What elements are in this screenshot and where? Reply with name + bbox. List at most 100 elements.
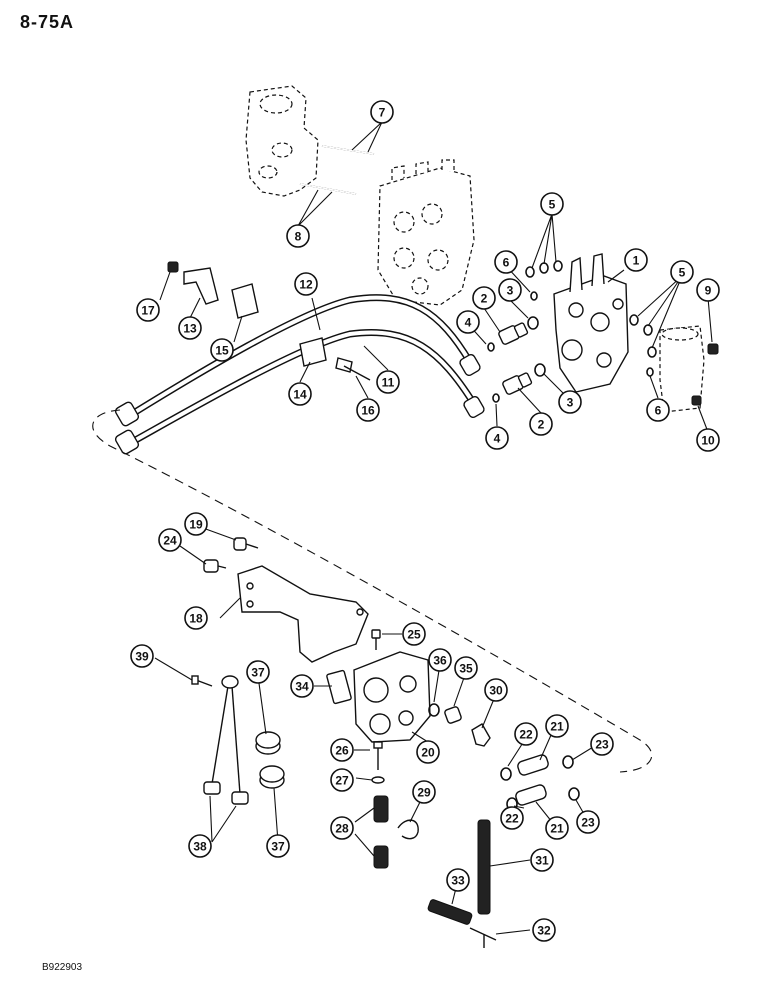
plug-cap-lower xyxy=(691,395,702,406)
callout-label: 2 xyxy=(538,418,545,432)
callout-22: 22 xyxy=(500,806,524,830)
callout-18: 18 xyxy=(184,606,208,630)
callout-36: 36 xyxy=(428,648,452,672)
callout-5: 5 xyxy=(670,260,694,284)
callout-19: 19 xyxy=(184,512,208,536)
callout-label: 4 xyxy=(465,316,472,330)
bushing-upper xyxy=(255,731,281,755)
clamp-bolt xyxy=(335,357,371,381)
elbow-o-ring-inner-upper xyxy=(500,767,512,781)
callout-label: 17 xyxy=(141,304,155,318)
callout-11: 11 xyxy=(376,370,400,394)
callout-35: 35 xyxy=(454,656,478,680)
callout-37: 37 xyxy=(266,834,290,858)
callout-8: 8 xyxy=(286,224,310,248)
callout-label: 36 xyxy=(433,654,447,668)
small-elbow-fitting xyxy=(471,723,491,747)
callout-2: 2 xyxy=(529,412,553,436)
callout-22: 22 xyxy=(514,722,538,746)
callout-23: 23 xyxy=(576,810,600,834)
callout-7: 7 xyxy=(370,100,394,124)
callout-31: 31 xyxy=(530,848,554,872)
callout-label: 21 xyxy=(550,822,564,836)
callout-4: 4 xyxy=(485,426,509,450)
page-number: 8-75A xyxy=(20,12,75,32)
callout-23: 23 xyxy=(590,732,614,756)
callout-30: 30 xyxy=(484,678,508,702)
hex-nut-small xyxy=(167,261,179,273)
mounting-bracket-large xyxy=(237,565,369,663)
callout-4: 4 xyxy=(456,310,480,334)
hydraulic-hose xyxy=(477,819,491,915)
callout-label: 26 xyxy=(335,744,349,758)
callout-label: 23 xyxy=(581,816,595,830)
diverter-valve-block xyxy=(353,651,431,743)
callout-9: 9 xyxy=(696,278,720,302)
callout-label: 37 xyxy=(271,840,285,854)
callout-label: 23 xyxy=(595,738,609,752)
callout-28: 28 xyxy=(330,816,354,840)
hydraulic-tube-upper xyxy=(128,294,474,418)
hose-sleeve-long xyxy=(427,899,473,925)
callout-21: 21 xyxy=(545,714,569,738)
hydraulic-tube-lower xyxy=(128,329,478,446)
callout-20: 20 xyxy=(416,740,440,764)
bracket-bolt-lower xyxy=(203,559,227,573)
callout-label: 16 xyxy=(361,404,375,418)
callout-25: 25 xyxy=(402,622,426,646)
callout-32: 32 xyxy=(532,918,556,942)
callout-6: 6 xyxy=(494,250,518,274)
callout-label: 7 xyxy=(379,106,386,120)
o-ring-lower xyxy=(534,363,546,377)
callout-26: 26 xyxy=(330,738,354,762)
callout-39: 39 xyxy=(130,644,154,668)
linkage-screw xyxy=(191,675,213,687)
callout-12: 12 xyxy=(294,272,318,296)
assembly-boundary xyxy=(92,409,653,773)
ghost-valve-section-rear xyxy=(245,85,319,197)
callout-label: 19 xyxy=(189,518,203,532)
callout-6: 6 xyxy=(646,398,670,422)
ghost-cylinder-right xyxy=(659,325,705,413)
hose-sleeve-upper xyxy=(373,795,389,823)
tube-nut-right-lower xyxy=(463,395,485,419)
elbow-o-ring-outer-lower xyxy=(568,787,580,801)
callout-label: 1 xyxy=(633,254,640,268)
callout-label: 6 xyxy=(503,256,510,270)
callout-label: 12 xyxy=(299,278,313,292)
callout-label: 22 xyxy=(519,728,533,742)
callout-1: 1 xyxy=(624,248,648,272)
callout-label: 35 xyxy=(459,662,473,676)
callout-label: 22 xyxy=(505,812,519,826)
callout-label: 28 xyxy=(335,822,349,836)
callout-label: 39 xyxy=(135,650,149,664)
tee-fitting xyxy=(469,927,497,948)
callout-15: 15 xyxy=(210,338,234,362)
valve-plug-fitting xyxy=(444,706,462,724)
callout-37: 37 xyxy=(246,660,270,684)
callout-33: 33 xyxy=(446,868,470,892)
callout-38: 38 xyxy=(188,834,212,858)
callout-label: 10 xyxy=(701,434,715,448)
o-ring-upper xyxy=(527,316,539,330)
callout-5: 5 xyxy=(540,192,564,216)
bracket-bolt-upper xyxy=(233,537,259,551)
o-ring-small-upper xyxy=(487,342,495,352)
control-linkage xyxy=(203,675,249,805)
ghost-valve-section-front xyxy=(377,159,475,306)
callout-label: 5 xyxy=(679,266,686,280)
callout-label: 6 xyxy=(655,404,662,418)
gasket xyxy=(326,669,352,705)
bushing-lower xyxy=(259,765,285,789)
callout-13: 13 xyxy=(178,316,202,340)
callout-label: 5 xyxy=(549,198,556,212)
plug-cap-upper xyxy=(707,343,719,355)
spring-clip xyxy=(397,819,419,840)
callout-label: 20 xyxy=(421,746,435,760)
callout-label: 8 xyxy=(295,230,302,244)
callout-label: 11 xyxy=(382,376,395,390)
tie-rod-lower xyxy=(299,183,357,195)
callout-label: 15 xyxy=(215,344,229,358)
callout-label: 3 xyxy=(567,396,574,410)
elbow-fitting-upper xyxy=(517,754,549,776)
